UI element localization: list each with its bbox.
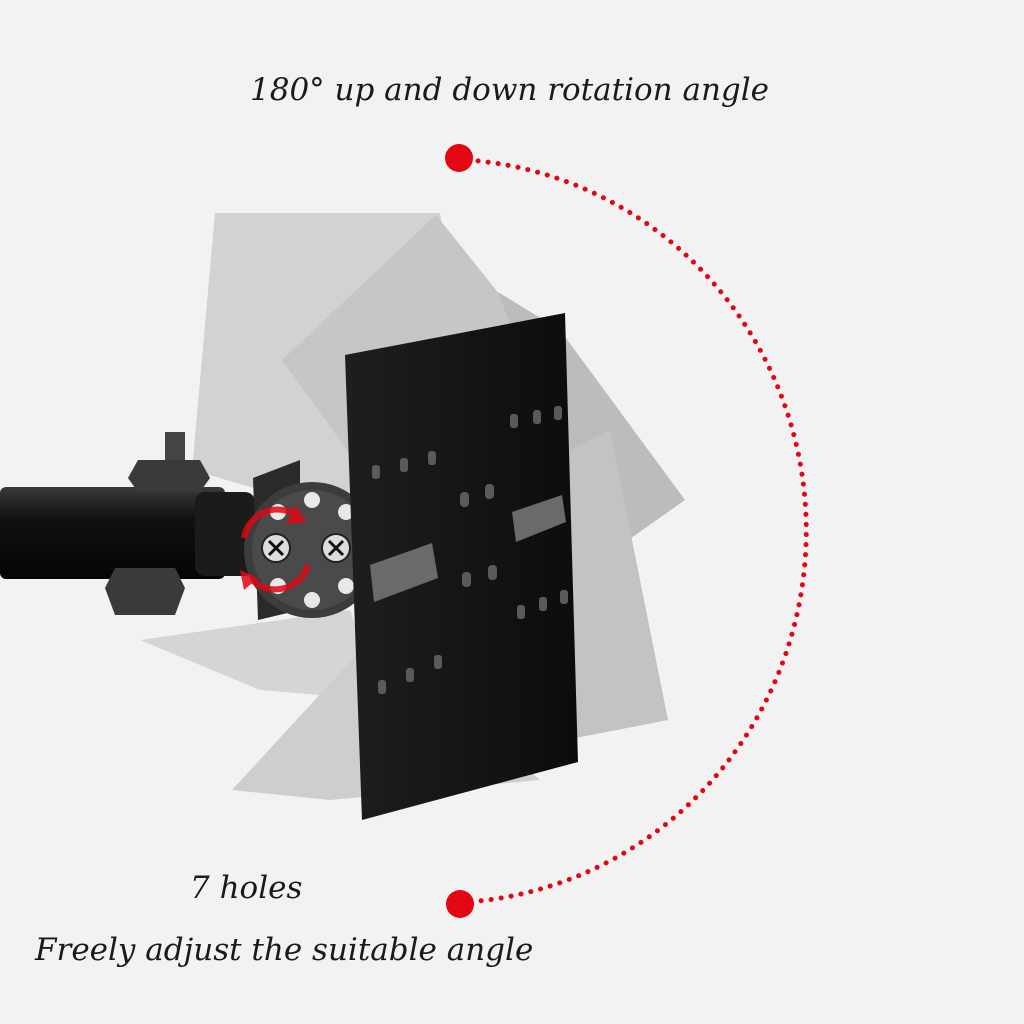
plate-holes: [372, 406, 568, 694]
mount-pole: [0, 487, 255, 579]
nut-top: [128, 460, 210, 492]
holes-caption: 7 holes: [190, 870, 303, 906]
tagline-caption: Freely adjust the suitable angle: [35, 932, 534, 968]
circular-arrows-icon: [240, 505, 311, 593]
mounting-plate: [345, 313, 578, 820]
cross-screw-icon: [261, 533, 291, 563]
ghost-plate-5: [140, 610, 380, 700]
rotation-marker-bottom: [446, 890, 474, 918]
cross-screw-icon-2: [321, 533, 351, 563]
nut-bottom: [105, 568, 185, 615]
rotation-marker-top: [445, 144, 473, 172]
rotation-arc: [445, 144, 809, 918]
swivel-joint: [240, 460, 380, 620]
nuts: [105, 432, 210, 615]
plate-slots: [370, 495, 566, 602]
headline-caption: 180° up and down rotation angle: [250, 72, 770, 108]
